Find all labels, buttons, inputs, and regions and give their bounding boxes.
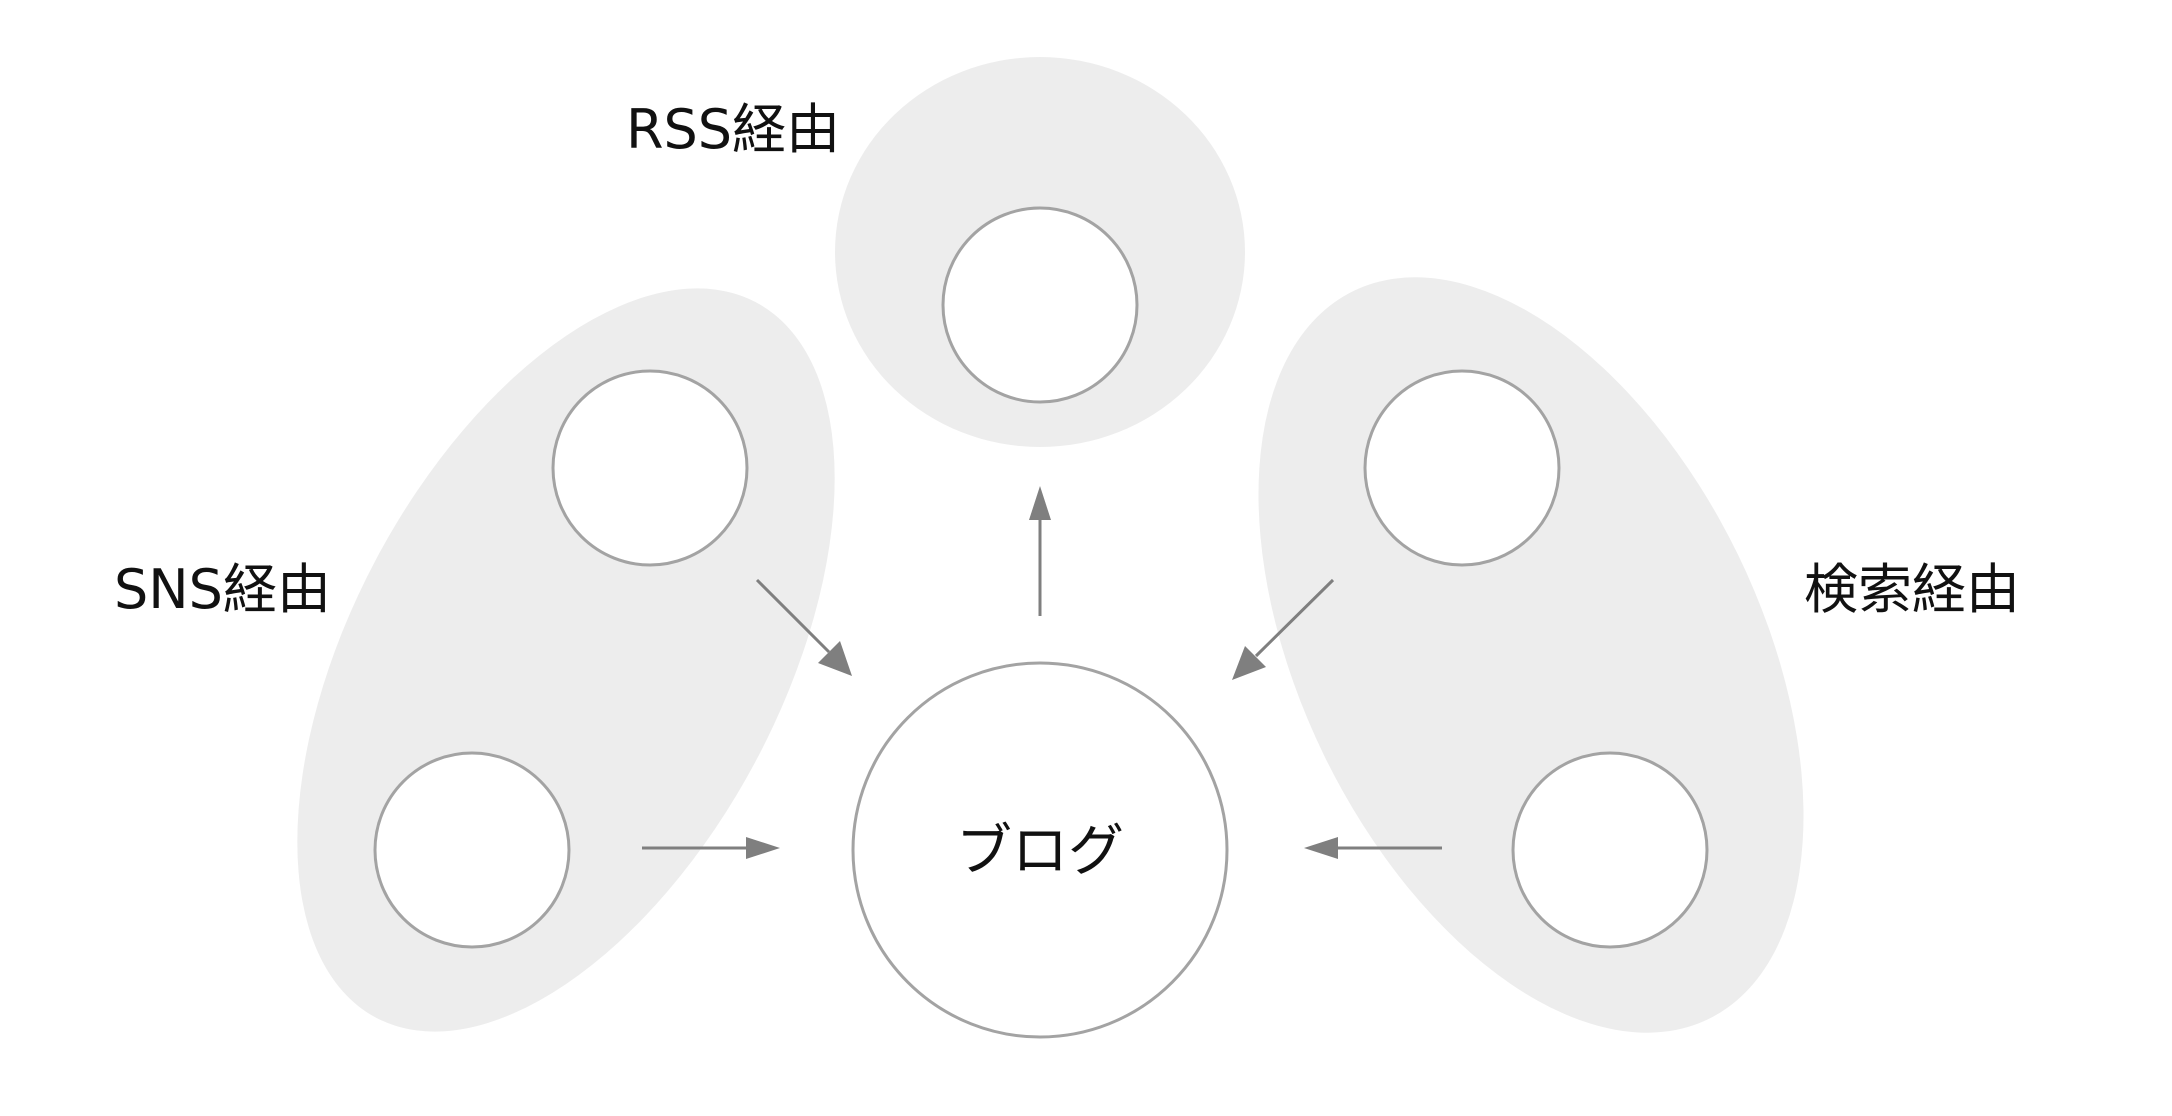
search-source-node-upper	[1363, 369, 1561, 567]
rss-group-label: RSS経由	[626, 98, 840, 161]
search-source-node-lower	[1511, 751, 1709, 949]
arrow-blog-to-rss	[1029, 486, 1051, 616]
arrow-sns-upper-to-blog	[755, 578, 852, 676]
blog-center-label: ブログ	[956, 819, 1124, 884]
arrow-search-upper-to-blog	[1232, 578, 1335, 680]
arrow-search-lower-to-blog	[1304, 837, 1442, 859]
blog-center-node	[851, 661, 1229, 1039]
search-group-area	[1258, 277, 1804, 1033]
sns-source-node-upper	[551, 369, 749, 567]
sns-group-label: SNS経由	[114, 558, 331, 621]
rss-source-node	[941, 206, 1139, 404]
sns-source-node-lower	[373, 751, 571, 949]
arrow-sns-lower-to-blog	[642, 837, 780, 859]
search-group-label: 検索経由	[1804, 558, 2020, 621]
